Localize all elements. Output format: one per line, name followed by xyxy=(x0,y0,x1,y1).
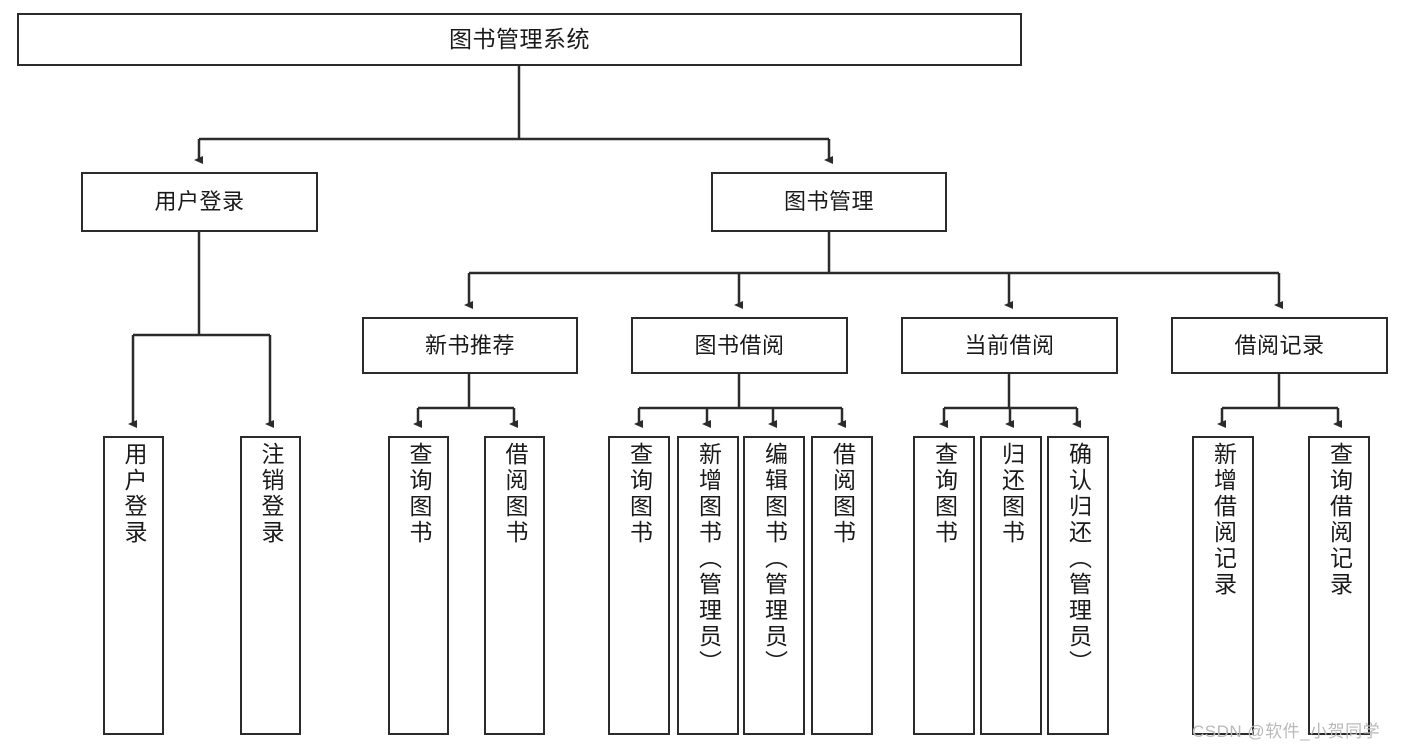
node-label: 查询图书 xyxy=(626,442,653,546)
node-label: 新书推荐 xyxy=(424,332,515,358)
leaf-borrow-add-book-admin[interactable]: 新增图书（管理员） xyxy=(677,436,739,735)
node-label: 查询图书 xyxy=(931,442,958,546)
node-label: 查询借阅记录 xyxy=(1326,442,1353,598)
leaf-record-query-record[interactable]: 查询借阅记录 xyxy=(1308,436,1370,735)
node-label: 归还图书 xyxy=(998,442,1025,546)
node-label: 借阅图书 xyxy=(502,442,528,546)
node-root-book-management-system[interactable]: 图书管理系统 xyxy=(17,13,1022,66)
node-label: 借阅记录 xyxy=(1234,332,1325,358)
leaf-user-login-logout[interactable]: 注销登录 xyxy=(240,436,301,735)
node-label: 新增借阅记录 xyxy=(1210,442,1237,598)
leaf-current-confirm-return-admin[interactable]: 确认归还（管理员） xyxy=(1047,436,1109,735)
node-label: 编辑图书（管理员） xyxy=(761,442,788,676)
leaf-current-return-book[interactable]: 归还图书 xyxy=(980,436,1042,735)
node-label: 新增图书（管理员） xyxy=(695,442,722,676)
node-user-login[interactable]: 用户登录 xyxy=(81,172,318,232)
leaf-user-login-login[interactable]: 用户登录 xyxy=(103,436,164,735)
node-label: 图书管理系统 xyxy=(449,25,590,52)
leaf-borrow-edit-book-admin[interactable]: 编辑图书（管理员） xyxy=(743,436,805,735)
leaf-current-query-book[interactable]: 查询图书 xyxy=(913,436,975,735)
node-current-borrowing[interactable]: 当前借阅 xyxy=(901,317,1118,374)
node-book-management[interactable]: 图书管理 xyxy=(711,172,947,232)
node-borrowing-record[interactable]: 借阅记录 xyxy=(1171,317,1388,374)
node-label: 注销登录 xyxy=(258,442,284,546)
leaf-new-book-query-book[interactable]: 查询图书 xyxy=(388,436,449,735)
csdn-watermark: CSDN @软件_小贺同学 xyxy=(1192,722,1381,741)
leaf-new-book-borrow-book[interactable]: 借阅图书 xyxy=(484,436,545,735)
node-label: 用户登录 xyxy=(154,189,245,215)
node-label: 当前借阅 xyxy=(964,332,1055,358)
node-label: 图书管理 xyxy=(783,189,874,215)
node-label: 查询图书 xyxy=(406,442,432,546)
leaf-borrow-query-book[interactable]: 查询图书 xyxy=(608,436,670,735)
node-label: 用户登录 xyxy=(121,442,147,546)
node-label: 图书借阅 xyxy=(694,332,785,358)
node-book-borrowing[interactable]: 图书借阅 xyxy=(631,317,848,374)
node-label: 确认归还（管理员） xyxy=(1065,442,1092,676)
node-label: 借阅图书 xyxy=(829,442,856,546)
leaf-borrow-borrow-book[interactable]: 借阅图书 xyxy=(811,436,873,735)
leaf-record-add-record[interactable]: 新增借阅记录 xyxy=(1192,436,1254,735)
node-new-book-recommendation[interactable]: 新书推荐 xyxy=(362,317,578,374)
